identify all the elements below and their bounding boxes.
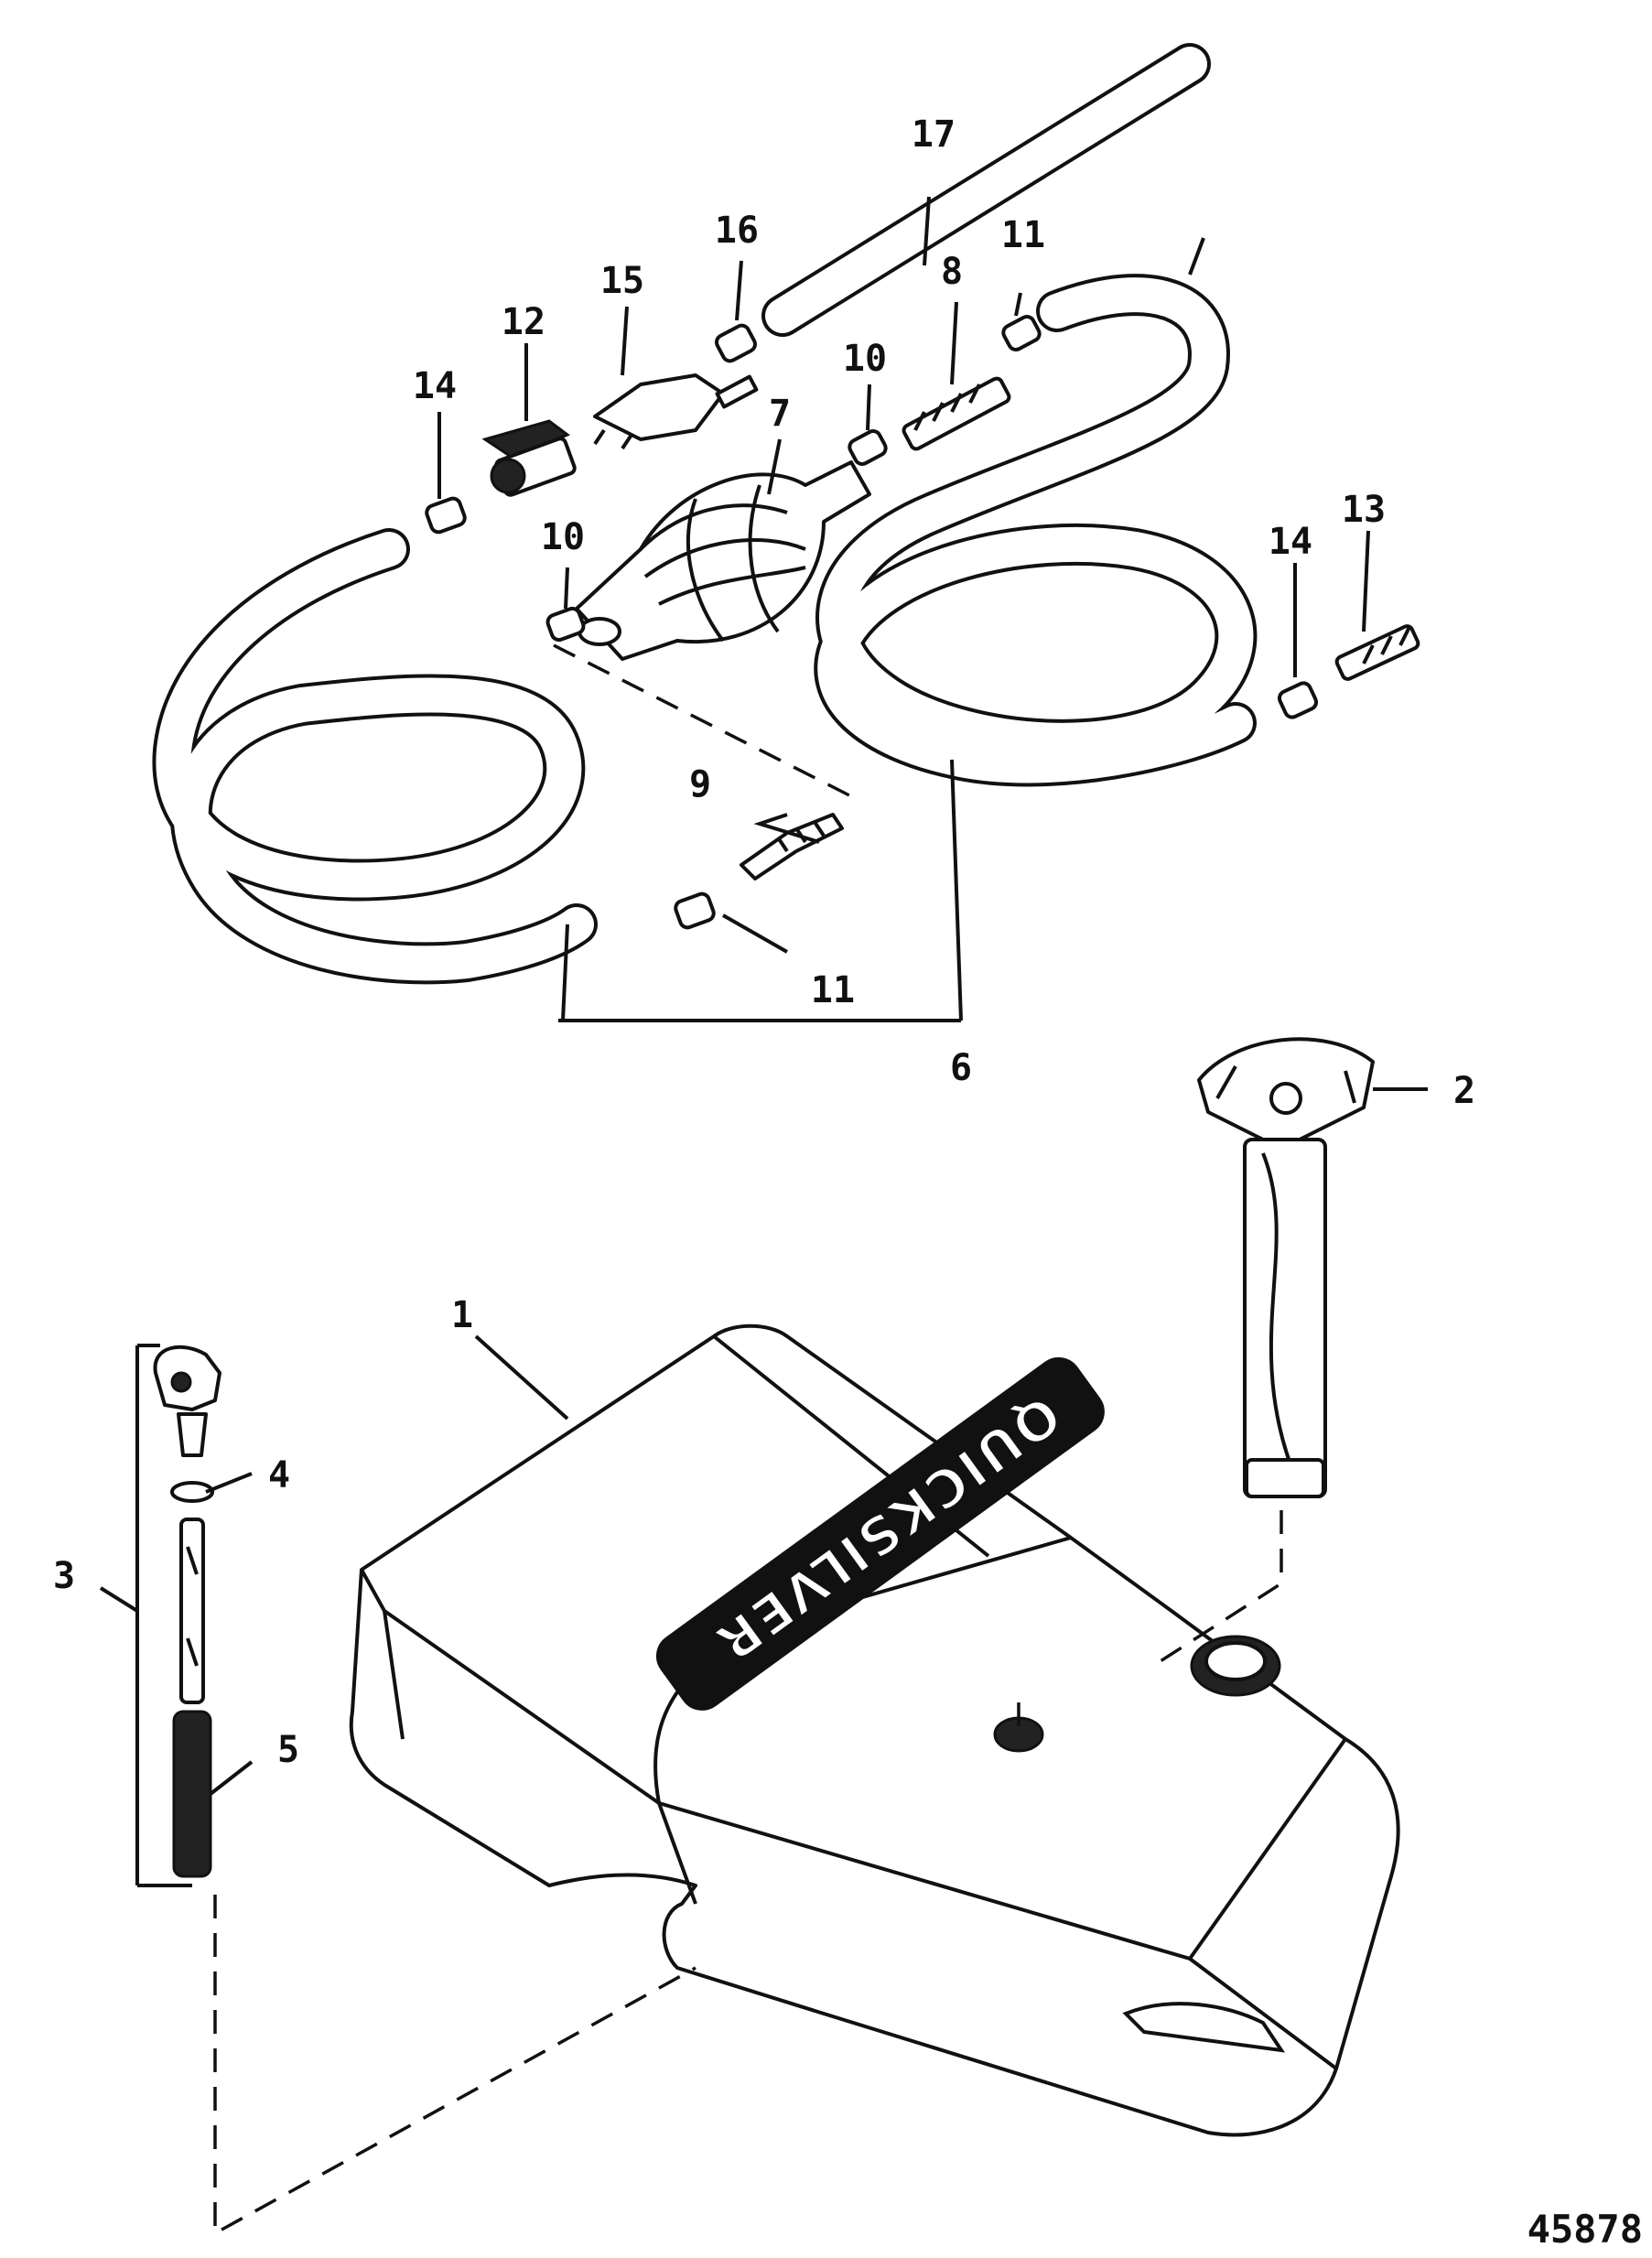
fuel-hose-right-coil — [814, 274, 1258, 787]
callout-16: 16 — [715, 210, 759, 252]
clamp-10-left — [545, 606, 586, 643]
callout-14-right: 14 — [1269, 521, 1312, 563]
callout-15: 15 — [600, 260, 644, 302]
callout-11-lower: 11 — [811, 969, 855, 1011]
primer-bulb-7 — [575, 460, 871, 661]
clamp-14-right — [1277, 681, 1319, 719]
clamp-16 — [715, 323, 757, 363]
o-ring-4 — [170, 1481, 214, 1503]
callout-13: 13 — [1342, 489, 1386, 531]
fuel-valve-12 — [481, 419, 577, 497]
callout-12: 12 — [502, 301, 545, 343]
clamp-11-top — [1001, 315, 1042, 351]
callout-5: 5 — [277, 1729, 299, 1771]
callout-2: 2 — [1453, 1070, 1475, 1112]
fuel-tank-1: QUICKSILVER — [349, 1323, 1400, 2137]
fuel-hose-left-coil — [152, 528, 598, 985]
callout-14-top: 14 — [413, 365, 457, 407]
clamp-14-top — [425, 496, 467, 535]
connector-9 — [740, 813, 844, 881]
callout-7: 7 — [769, 393, 791, 435]
fitting-8 — [902, 376, 1011, 451]
figure-id: 45878 — [1528, 2207, 1643, 2252]
callout-10-top: 10 — [843, 338, 887, 380]
clamp-11-lower — [674, 891, 716, 930]
callout-1: 1 — [451, 1294, 473, 1336]
clamp-10-top — [848, 429, 888, 466]
vent-hose-17 — [761, 43, 1211, 337]
callout-17: 17 — [912, 113, 956, 156]
callout-4: 4 — [268, 1454, 290, 1496]
callout-11-top: 11 — [1001, 214, 1045, 256]
callout-9: 9 — [689, 763, 711, 805]
callout-10-left: 10 — [541, 516, 585, 558]
connector-15 — [593, 373, 759, 450]
callout-6: 6 — [950, 1047, 972, 1089]
fitting-13 — [1334, 624, 1420, 681]
filter-5 — [172, 1710, 212, 1878]
fuel-pickup-3 — [135, 1344, 221, 1887]
fuel-gauge-2 — [1197, 1037, 1375, 1498]
callout-8: 8 — [941, 251, 963, 293]
callout-3: 3 — [53, 1555, 75, 1597]
